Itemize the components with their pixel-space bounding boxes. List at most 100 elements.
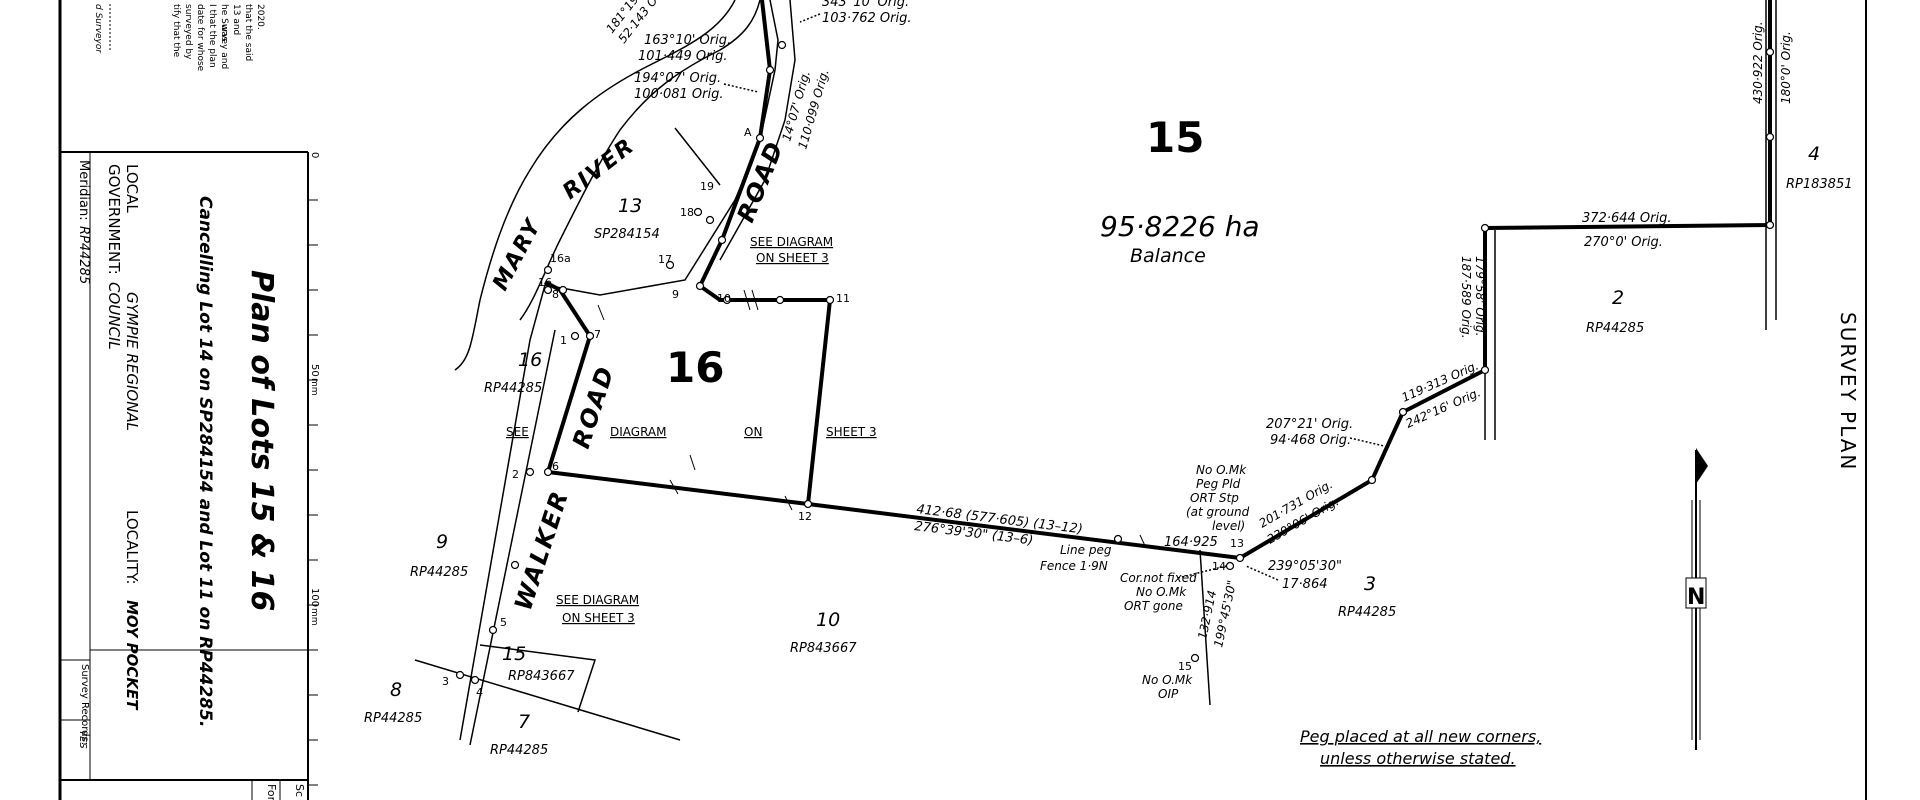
scale-tick-50: 50 <box>309 364 320 377</box>
bearing-label: 207°21' Orig. <box>1266 417 1353 432</box>
peg-note: Peg placed at all new corners, unless ot… <box>1300 727 1541 768</box>
lot-13-ref: SP284154 <box>594 227 660 242</box>
station-2: 2 <box>512 468 519 481</box>
scale-unit: mm <box>309 378 319 396</box>
cert-line: that the said <box>243 4 253 61</box>
diagram-references: SEE DIAGRAM ON SHEET 3 SEE DIAGRAM ON SH… <box>506 235 877 625</box>
north-arrow: N <box>1685 448 1708 750</box>
boundary-ticks <box>597 289 1147 549</box>
lot-2-ref: RP44285 <box>1586 321 1644 336</box>
bearing-label: 194°07' Orig. <box>634 71 721 86</box>
station-1: 1 <box>560 334 567 347</box>
peg-note-line-2: unless otherwise stated. <box>1320 749 1516 768</box>
lot-15-number: 15 <box>1146 113 1204 162</box>
fence-note: Fence 1·9N <box>1040 559 1108 573</box>
station-18: 18 <box>680 206 694 219</box>
road-lines <box>414 0 1777 746</box>
on-word: ON <box>744 425 762 439</box>
lot-7-ref: RP44285 <box>490 743 548 758</box>
road-label-north: ROAD <box>732 137 790 227</box>
distance-label: 100·081 Orig. <box>634 87 723 102</box>
cert-line: date for whose <box>195 4 205 72</box>
see-diagram-note-2: SEE DIAGRAM <box>556 593 639 607</box>
cert-line: I that the plan <box>207 4 217 68</box>
lot-8-number: 8 <box>390 679 402 701</box>
scale-unit: mm <box>309 608 319 626</box>
lg-value: GYMPIE REGIONAL <box>123 292 141 431</box>
mary-river-banks <box>454 0 761 371</box>
lot-labels: 15 95·8226 ha Balance 16 13 SP284154 16 … <box>364 113 1853 758</box>
corner-note: level) <box>1212 519 1245 533</box>
distance-label: 17·864 <box>1282 577 1328 592</box>
station-4: 4 <box>476 686 483 699</box>
bearing-label: 343°10' Orig. <box>822 0 909 10</box>
lg-value-2: COUNCIL <box>105 282 123 350</box>
station-8: 8 <box>552 288 559 301</box>
station-16a: 16a <box>550 252 571 265</box>
lot-8-ref: RP44285 <box>364 711 422 726</box>
distance-label: 101·449 Orig. <box>638 49 727 64</box>
locality-label: LOCALITY: <box>123 510 141 585</box>
station-19: 19 <box>700 180 714 193</box>
see-diagram-note-1b: ON SHEET 3 <box>756 251 829 265</box>
corner-note: (at ground <box>1186 505 1250 519</box>
distance-label: 164·925 <box>1164 535 1218 550</box>
north-letter: N <box>1687 585 1705 610</box>
corner-note: No O.Mk <box>1136 585 1187 599</box>
lot-16w-number: 16 <box>518 349 542 371</box>
records-value: YES <box>77 730 88 749</box>
lot-10-ref: RP843667 <box>790 641 857 656</box>
plan-title: Plan of Lots 15 & 16 <box>244 270 279 611</box>
station-17: 17 <box>658 253 672 266</box>
station-16: 16 <box>538 276 552 289</box>
station-7: 7 <box>594 328 601 341</box>
distance-label: 372·644 Orig. <box>1582 211 1671 226</box>
lot-15-area: 95·8226 ha <box>1100 210 1260 243</box>
bearing-label: 270°0' Orig. <box>1584 235 1663 250</box>
corner-note: Cor.not fixed <box>1120 571 1197 585</box>
survey-plan-label: SURVEY PLAN <box>1836 312 1860 471</box>
bearing-label: 163°10' Orig. <box>644 33 731 48</box>
lot-13-number: 13 <box>618 195 642 217</box>
certification-block: tify that the surveyed by date for whose… <box>171 4 265 72</box>
station-5: 5 <box>500 616 507 629</box>
bearing-label: 179°58' Orig. <box>1473 256 1487 336</box>
for-label: For <box>265 784 278 800</box>
cancelling-note: Cancelling Lot 14 on SP284154 and Lot 11… <box>195 196 215 727</box>
peg-marks <box>455 40 1775 685</box>
lot-boundaries <box>544 0 1772 560</box>
lot-3-number: 3 <box>1364 573 1376 595</box>
distance-label: 430·922 Orig. <box>1751 21 1765 104</box>
corner-note: No O.Mk <box>1142 673 1193 687</box>
cert-line: was <box>219 24 229 42</box>
lot-4-number: 4 <box>1808 143 1820 165</box>
cert-line: 13 and <box>231 4 241 35</box>
scale-tick-0: 0 <box>309 152 320 158</box>
meridian-label: Meridian: <box>76 160 91 221</box>
station-9: 9 <box>672 288 679 301</box>
lot-15s-number: 15 <box>502 643 526 665</box>
lot-16-number: 16 <box>666 343 724 392</box>
corner-note: No O.Mk <box>1196 463 1247 477</box>
station-6: 6 <box>552 460 559 473</box>
bearing-label: 180°0' Orig. <box>1779 31 1793 104</box>
bearings-distances: 181°19' 52·143 O 163°10' Orig. 101·449 O… <box>603 0 1793 701</box>
distance-label: 103·762 Orig. <box>822 11 911 26</box>
station-3: 3 <box>442 675 449 688</box>
corner-note: OIP <box>1158 687 1179 701</box>
distance-label: 187·589 Orig. <box>1459 256 1473 339</box>
cert-line: surveyed by <box>183 4 193 60</box>
bearing-label: 239°05'30" <box>1268 559 1342 574</box>
lg-label: LOCAL <box>123 164 141 213</box>
scale-label: Sc <box>293 784 306 797</box>
lot-16w-ref: RP44285 <box>484 381 542 396</box>
sheet-word: SHEET 3 <box>826 425 877 439</box>
station-15: 15 <box>1178 660 1192 673</box>
station-labels: 1 2 3 4 5 6 7 8 9 10 11 12 13 14 15 16 1… <box>442 126 1244 699</box>
lot-4-ref: RP183851 <box>1786 177 1853 192</box>
distance-label: 94·468 Orig. <box>1270 433 1351 448</box>
lot-15s-ref: RP843667 <box>508 669 575 684</box>
station-12: 12 <box>798 510 812 523</box>
lot-9-number: 9 <box>436 531 448 553</box>
